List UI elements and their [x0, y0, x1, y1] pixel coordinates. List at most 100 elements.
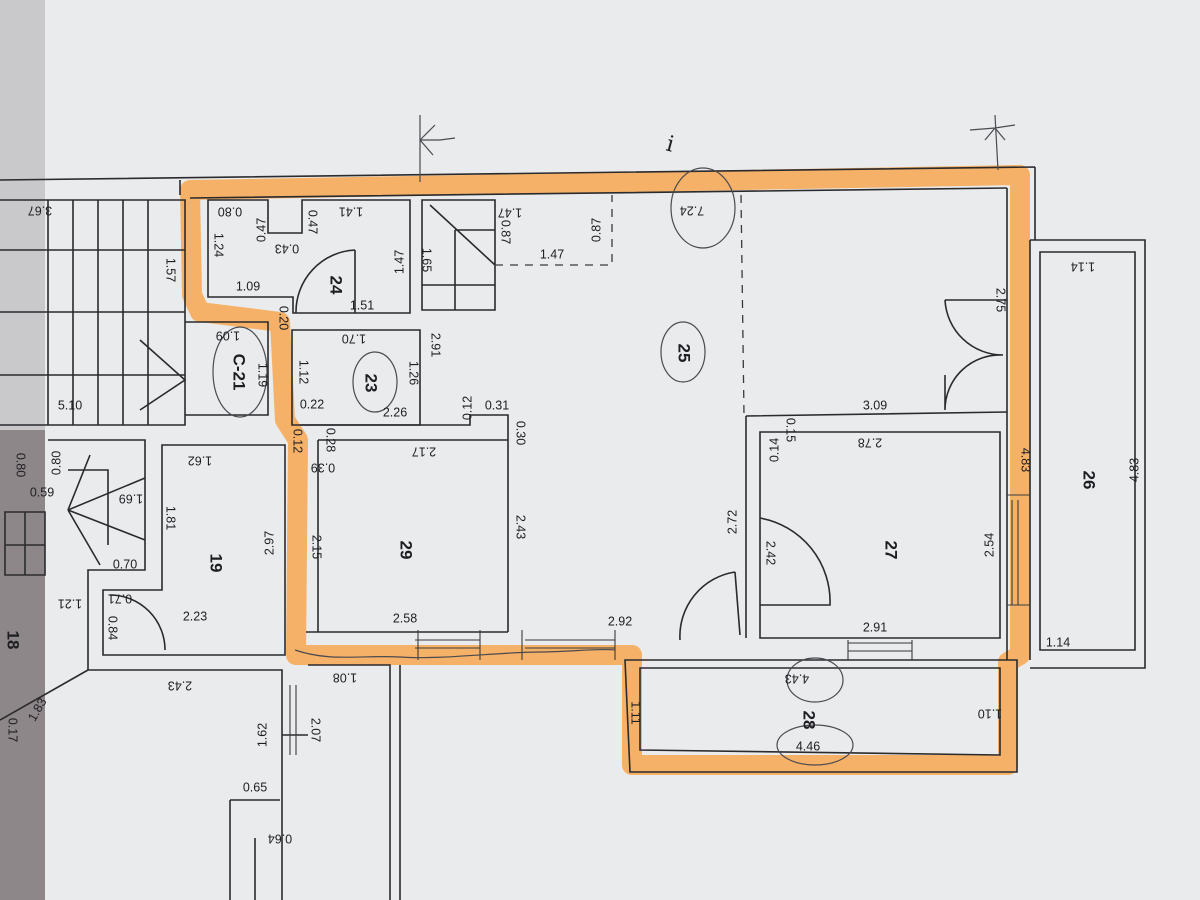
- dimension-label: 4.46: [796, 739, 820, 753]
- dimension-label: 1.19: [256, 363, 270, 387]
- dimension-label: 1.24: [212, 233, 226, 257]
- dimension-label: 1.51: [350, 298, 374, 312]
- dimension-label: 0.12: [291, 429, 305, 453]
- room-number-label: 29: [397, 541, 416, 560]
- walls: [0, 166, 1146, 900]
- room-28-outline: [624, 659, 1018, 773]
- dimension-labels: 3.67 1.57 0.80 0.47 0.47 1.41 0.43 1.24 1.47 1.09…: [6, 204, 1142, 846]
- dimension-label: 1.62: [255, 723, 269, 747]
- dimension-label: 0.17: [6, 718, 20, 742]
- dimension-label: 1.11: [629, 701, 643, 724]
- dimension-label: 1.47: [498, 206, 522, 220]
- dimension-label: 0.59: [30, 485, 54, 499]
- dimension-label: 2.91: [863, 620, 887, 634]
- living-divider-dotted: [740, 194, 745, 416]
- dimension-label: 1.14: [1071, 260, 1095, 274]
- dimension-label: 1.09: [216, 329, 240, 343]
- dimension-label: 1.09: [236, 279, 260, 293]
- dimension-label: 0.87: [589, 218, 603, 242]
- dimension-label: 0.80: [14, 453, 28, 477]
- circle-4-46: [776, 724, 854, 766]
- dimension-label: 0.80: [49, 451, 63, 475]
- room-number-label: 27: [882, 541, 901, 560]
- dimension-label: 4.83: [1019, 448, 1033, 472]
- room-c21-outline: [185, 321, 269, 416]
- room-number-label: 18: [4, 631, 23, 650]
- dimension-label: 1.21: [58, 597, 82, 611]
- north-arrow-right-icon: [969, 114, 1016, 171]
- dimension-label: 0.39: [311, 461, 335, 475]
- room-number-label: 19: [207, 554, 226, 573]
- dimension-label: 2.43: [514, 515, 528, 539]
- dimension-label: 0.15: [784, 418, 798, 442]
- paper-fold-edge: [0, 0, 45, 430]
- dimension-label: 0.47: [306, 210, 320, 234]
- dimension-label: 1.12: [297, 360, 311, 384]
- dimension-label: 1.08: [333, 671, 357, 685]
- dimension-label: 2.78: [858, 436, 882, 450]
- dimension-label: 0.43: [275, 242, 299, 256]
- stair-block-lower-left: [4, 439, 146, 670]
- dimension-label: 1.47: [392, 250, 406, 274]
- room-number-label: 23: [362, 374, 381, 393]
- dimension-label: 0.65: [243, 780, 267, 794]
- dimension-label: 2.54: [982, 533, 996, 557]
- dimension-label: 0.71: [108, 592, 132, 606]
- dimension-label: 2.17: [412, 445, 436, 459]
- dimension-label: 0.22: [300, 397, 324, 411]
- outer-wall-top: [0, 166, 1036, 240]
- dimension-label: 7.24: [680, 204, 704, 218]
- north-arrow-left-icon: [419, 115, 456, 182]
- dimension-label: 1.62: [188, 454, 212, 468]
- room-24-outline: [207, 199, 411, 314]
- dimension-label: 1.70: [342, 332, 366, 346]
- highlight-outline: [180, 165, 1030, 775]
- dimension-label: 2.92: [608, 614, 632, 628]
- room-number-label: 25: [675, 344, 694, 363]
- dimension-label: 0.87: [499, 220, 513, 244]
- dimension-label: 0.12: [460, 396, 474, 420]
- dimension-label: 1.69: [119, 492, 143, 506]
- dimension-label: 5.10: [58, 398, 82, 412]
- dimension-label: 2.58: [393, 611, 417, 625]
- room-number-label: 28: [800, 711, 819, 730]
- dimension-label: 0.31: [485, 398, 509, 412]
- dimension-label: 1.57: [164, 258, 178, 282]
- dimension-label: 2.97: [262, 531, 276, 555]
- dimension-label: 3.67: [28, 204, 52, 218]
- dimension-label: 0.20: [277, 306, 291, 330]
- circle-25: [660, 321, 706, 383]
- dimension-label: 2.23: [183, 609, 207, 623]
- dimension-label: 2.26: [383, 405, 407, 419]
- windows: [289, 494, 1030, 755]
- wavy-pen-line: [294, 648, 616, 659]
- circle-4-43: [786, 657, 844, 703]
- dimension-label: 2.15: [310, 535, 324, 559]
- room-29-outline: [306, 439, 508, 633]
- dimension-label: 1.81: [164, 506, 178, 530]
- dimension-label: 4.83: [1127, 458, 1141, 482]
- dimension-label: 0.84: [106, 616, 120, 640]
- dimension-label: 1.47: [540, 247, 564, 261]
- dimension-label: 1.14: [1046, 635, 1070, 649]
- room-number-label: 26: [1080, 471, 1099, 490]
- dimension-label: 0.47: [254, 218, 268, 242]
- dimension-label: 1.41: [339, 205, 363, 219]
- room-26-outline: [1030, 239, 1146, 669]
- stair-block-center: [421, 199, 496, 311]
- room-number-label: C-21: [230, 354, 249, 391]
- dimension-label: 0.28: [324, 428, 338, 452]
- stair-block-left: [0, 199, 187, 426]
- circle-7-24: [670, 167, 736, 249]
- dimension-label: 1.65: [420, 248, 434, 272]
- dimension-label: 2.91: [429, 333, 443, 357]
- dimension-label: 2.07: [309, 718, 323, 742]
- dimension-label: 0.80: [218, 205, 242, 219]
- dimension-label: 1.26: [407, 361, 421, 385]
- dimension-label: 0.14: [767, 438, 781, 462]
- dimension-label: 2.43: [168, 679, 192, 693]
- corridor-wall: [300, 414, 509, 632]
- room-19-outline: [102, 444, 286, 656]
